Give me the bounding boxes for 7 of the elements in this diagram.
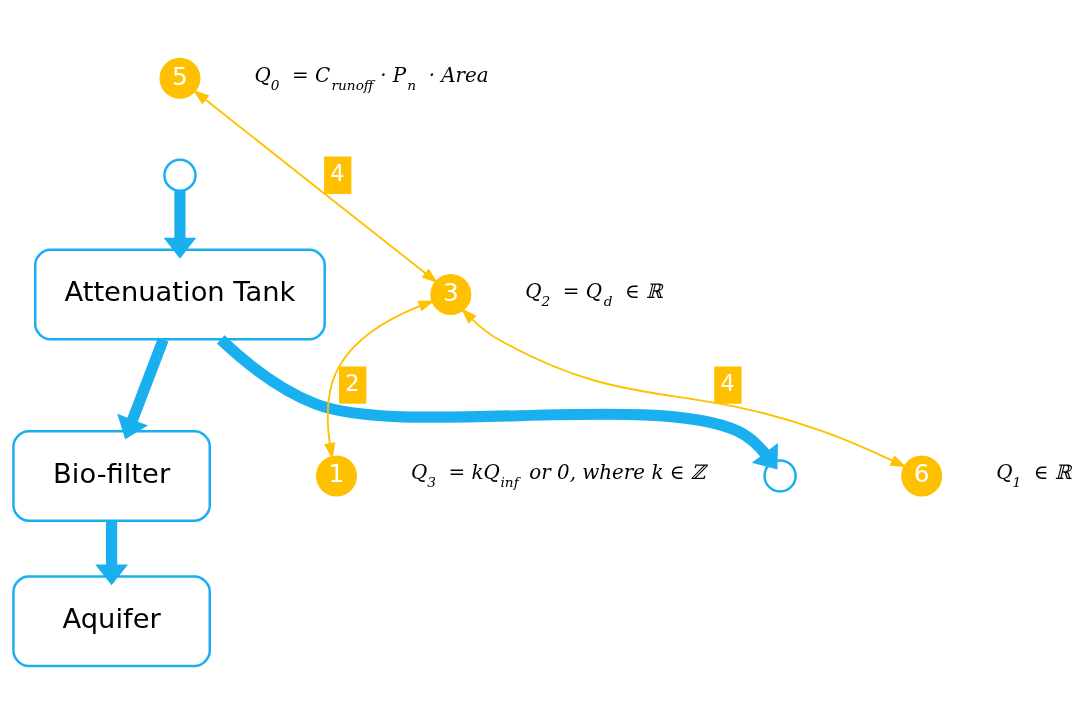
edge-label: 4 <box>720 369 735 396</box>
node-label: Q$_{1}$ ∈ ℝ <box>996 461 1072 491</box>
edge-label: 4 <box>330 159 345 186</box>
node-label: Q$_{2}$ = Q$_{d}$ ∈ ℝ <box>525 280 663 310</box>
node-label: Q$_{0}$ = C$_{runoff}$ · P$_{n}$ · Area <box>254 63 489 93</box>
edge-label: 2 <box>345 369 360 396</box>
node-label: Q$_{3}$ = kQ$_{inf}$ or 0, where k ∈ ℤ <box>411 461 706 491</box>
